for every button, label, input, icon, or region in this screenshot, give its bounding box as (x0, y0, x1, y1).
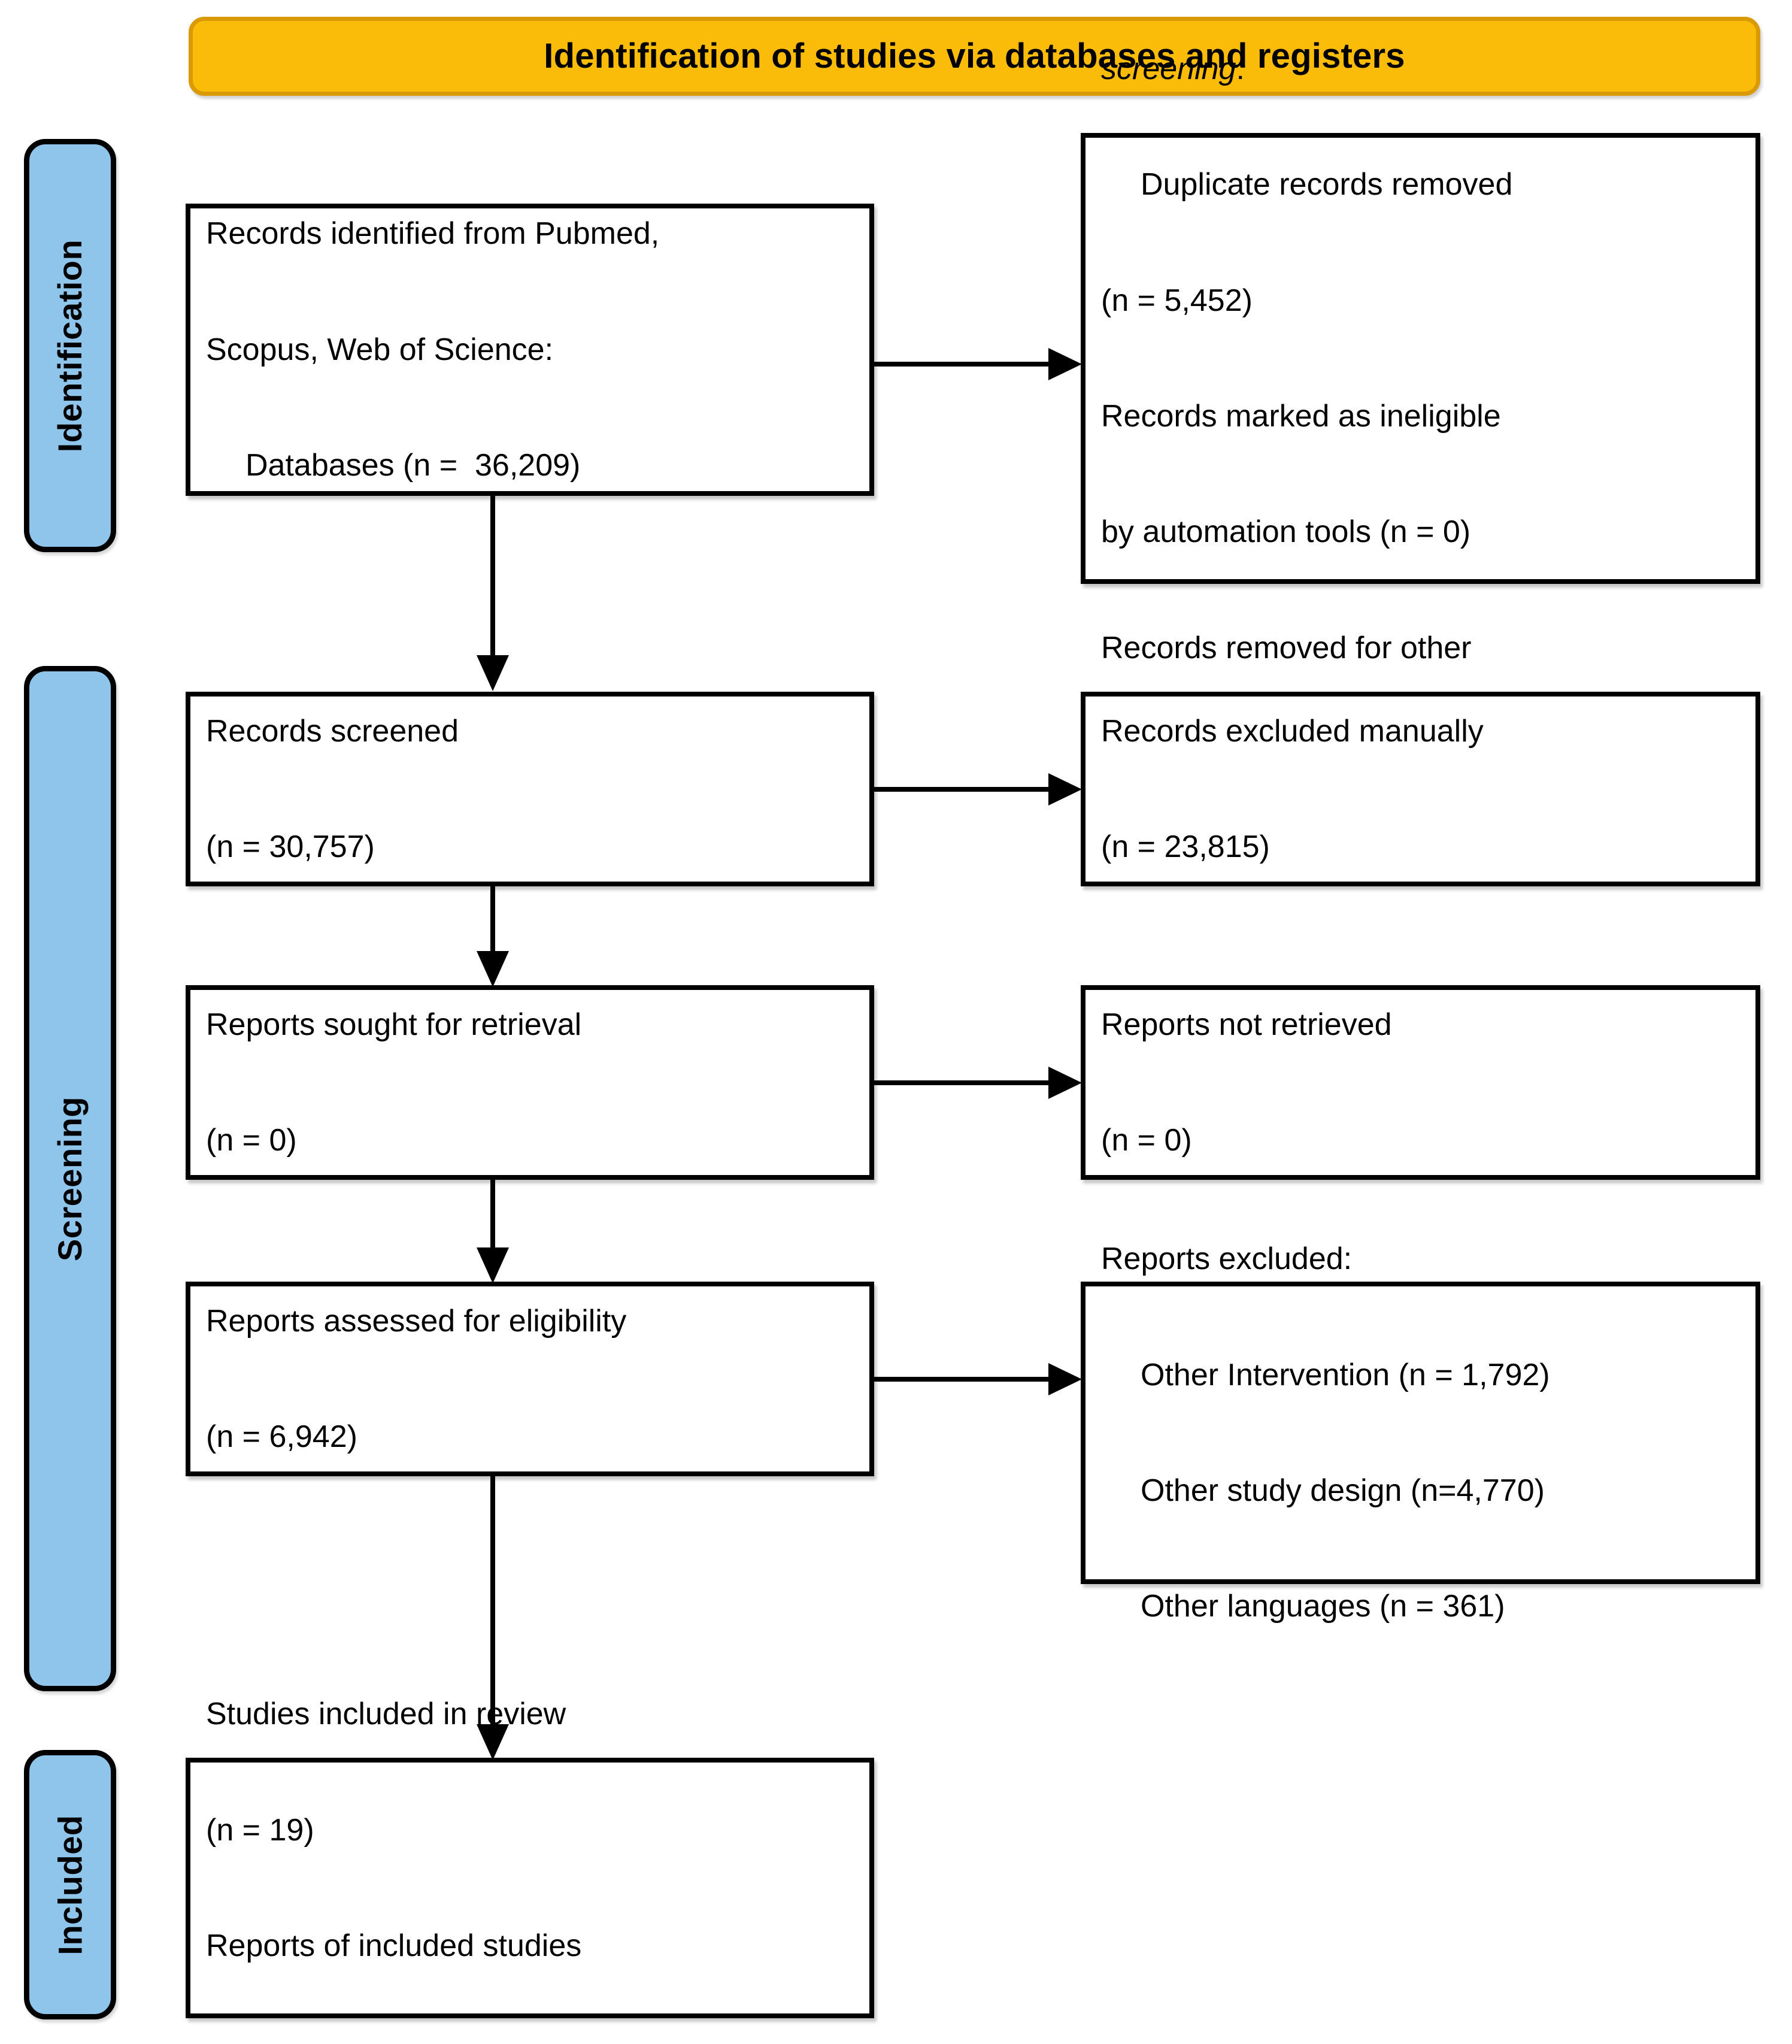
text-line: Records screened (206, 713, 459, 749)
box-records-identified-text: Records identified from Pubmed, Scopus, … (190, 137, 869, 562)
arrow-screened-to-excluded (871, 770, 1087, 809)
box-records-identified: Records identified from Pubmed, Scopus, … (186, 204, 874, 496)
text-line: (n = 23,815) (1101, 829, 1270, 864)
box-records-screened: Records screened (n = 30,757) (186, 692, 874, 886)
box-reports-not-retrieved: Reports not retrieved (n = 0) (1081, 985, 1760, 1180)
text-line: (n = 30,757) (206, 829, 375, 864)
text-line: Reports sought for retrieval (206, 1007, 582, 1042)
box-reports-assessed-text: Reports assessed for eligibility (n = 6,… (190, 1225, 869, 1534)
box-reports-sought-text: Reports sought for retrieval (n = 0) (190, 928, 869, 1237)
text-line: (n = 5,452) (1101, 283, 1253, 318)
box-reports-assessed-for-eligibility: Reports assessed for eligibility (n = 6,… (186, 1282, 874, 1476)
text-emphasis: screening (1101, 51, 1236, 86)
text-line: Studies included in review (206, 1697, 566, 1732)
text-line: Records marked as ineligible (1101, 398, 1501, 434)
text-line: Records identified from Pubmed, (206, 216, 660, 252)
text-line: Databases (n = 36,209) (245, 448, 581, 483)
box-records-excluded-text: Records excluded manually (n = 23,815) (1085, 635, 1755, 944)
text-line: Reports assessed for eligibility (206, 1303, 627, 1339)
box-studies-included-text: Studies included in review (n = 19) Repo… (190, 1618, 869, 2044)
box-reports-sought-for-retrieval: Reports sought for retrieval (n = 0) (186, 985, 874, 1180)
arrow-sought-to-not-retrieved (871, 1063, 1087, 1103)
stage-included-text: Included (51, 1814, 89, 1955)
text-line: Reports not retrieved (1101, 1007, 1392, 1042)
stage-screening-text: Screening (51, 1096, 89, 1261)
text-line: Reports excluded: (1101, 1241, 1353, 1277)
text-line: Other study design (n=4,770) (1141, 1473, 1545, 1508)
header-banner: Identification of studies via databases … (189, 17, 1760, 96)
arrow-assessed-to-reports-excluded (871, 1359, 1087, 1399)
text-line: (n = 0) (206, 1122, 297, 1158)
text-line: Other languages (n = 361) (1141, 1589, 1505, 1624)
box-records-excluded-manually: Records excluded manually (n = 23,815) (1081, 692, 1760, 886)
box-studies-included-in-review: Studies included in review (n = 19) Repo… (186, 1697, 874, 2018)
text-line: Records excluded manually (1101, 713, 1484, 749)
box-reports-excluded: Reports excluded: Other Intervention (n … (1081, 1241, 1760, 1624)
stage-label-screening: Screening (24, 666, 116, 1691)
box-reports-excluded-text: Reports excluded: Other Intervention (n … (1085, 1162, 1755, 1703)
text-line: screening: (1101, 50, 1740, 88)
text-line: Other Intervention (n = 1,792) (1141, 1357, 1550, 1392)
text-line: (n = 0) (1101, 1122, 1192, 1158)
stage-label-included: Included (24, 1750, 116, 2019)
arrow-identified-to-removed (871, 344, 1087, 384)
text-line: Duplicate records removed (1141, 167, 1513, 202)
text-fragment: : (1236, 51, 1245, 86)
banner-title: Identification of studies via databases … (544, 37, 1405, 76)
box-records-removed-before-screening: Records removed before screening: Duplic… (1081, 52, 1760, 781)
text-line: (n = 19) (206, 1812, 314, 1848)
text-line: Scopus, Web of Science: (206, 332, 554, 367)
box-reports-not-retrieved-text: Reports not retrieved (n = 0) (1085, 928, 1755, 1237)
text-line: by automation tools (n = 0) (1101, 514, 1471, 550)
text-line: Records removed for other (1101, 630, 1472, 665)
stage-label-identification: Identification (24, 139, 116, 552)
text-line: (n = 6,942) (206, 1419, 357, 1454)
box-records-screened-text: Records screened (n = 30,757) (190, 635, 869, 944)
text-line: Reports of included studies (206, 1928, 582, 1963)
stage-identification-text: Identification (51, 239, 89, 452)
